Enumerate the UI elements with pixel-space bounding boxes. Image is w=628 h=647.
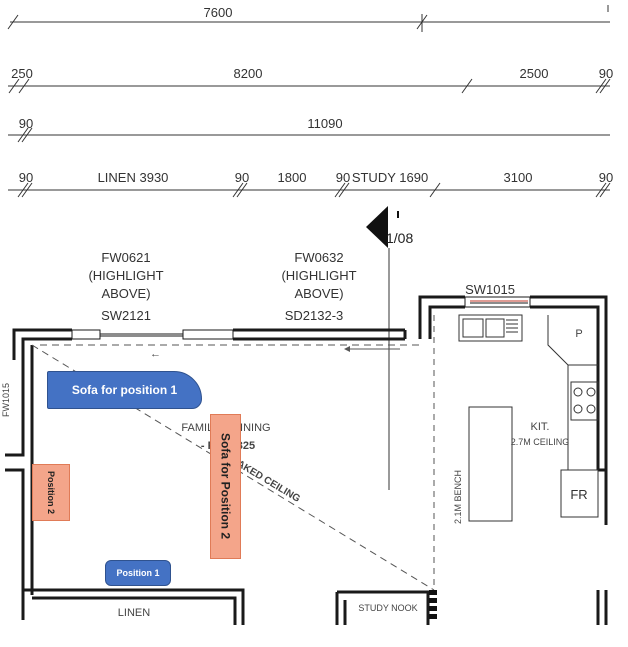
window-sw1015: SW1015 bbox=[465, 282, 515, 297]
dim-1800: 1800 bbox=[278, 170, 307, 185]
dim-8200: 8200 bbox=[234, 66, 263, 81]
stair-marks bbox=[429, 590, 437, 619]
position-2-overlay[interactable]: Position 2 bbox=[32, 464, 70, 521]
sofa-position-1-overlay[interactable]: Sofa for position 1 bbox=[47, 371, 202, 409]
window-sw2121: SW2121 bbox=[101, 308, 151, 323]
room-kitchen-ceiling: 2.7M CEILING bbox=[511, 437, 570, 447]
sink-icon bbox=[458, 314, 523, 342]
dim-3100: 3100 bbox=[504, 170, 533, 185]
dim-90-d: 90 bbox=[336, 170, 350, 185]
sofa-position-1-label: Sofa for position 1 bbox=[71, 383, 178, 397]
dim-2500: 2500 bbox=[520, 66, 549, 81]
sliding-arrow-icon: ← bbox=[150, 348, 161, 360]
section-marker-label: 1/08 bbox=[386, 230, 413, 246]
sofa-position-2-label: Sofa for Position 2 bbox=[218, 433, 233, 540]
position-1-overlay[interactable]: Position 1 bbox=[105, 560, 171, 586]
position-1-label: Position 1 bbox=[116, 568, 160, 578]
bench-label: 2.1M BENCH bbox=[453, 470, 463, 524]
window-left: FW1015 bbox=[1, 383, 11, 417]
fridge-label: FR bbox=[570, 487, 587, 502]
dim-90-edge-row4: 90 bbox=[599, 170, 613, 185]
dim-study-1690: STUDY 1690 bbox=[352, 170, 428, 185]
dim-90-b: 90 bbox=[235, 170, 249, 185]
dim-250: 250 bbox=[11, 66, 33, 81]
window-fw0632-line1: FW0632 bbox=[294, 250, 343, 265]
dim-linen-3930: LINEN 3930 bbox=[98, 170, 169, 185]
fridge-space bbox=[560, 469, 599, 518]
window-fw0632-line2: (HIGHLIGHT bbox=[281, 268, 356, 283]
window-frames bbox=[71, 296, 531, 340]
room-study-nook: STUDY NOOK bbox=[358, 603, 417, 613]
kitchen bbox=[458, 314, 599, 522]
dim-90-edge-row2: 90 bbox=[599, 66, 613, 81]
dim-90-row3: 90 bbox=[19, 116, 33, 131]
position-2-label: Position 2 bbox=[46, 470, 56, 514]
walls bbox=[5, 295, 608, 625]
window-fw0632-line3: ABOVE) bbox=[294, 286, 343, 301]
room-linen: LINEN bbox=[118, 607, 150, 619]
pantry-label: P bbox=[575, 328, 582, 340]
section-arrow-icon bbox=[366, 206, 388, 248]
window-fw0621-line2: (HIGHLIGHT bbox=[88, 268, 163, 283]
dim-total-7600: 7600 bbox=[204, 5, 233, 20]
cooktop-icon bbox=[570, 381, 599, 421]
dim-11090: 11090 bbox=[307, 116, 342, 131]
room-kitchen: KIT. bbox=[531, 421, 550, 433]
dim-90-a: 90 bbox=[19, 170, 33, 185]
window-sd2132: SD2132-3 bbox=[285, 308, 344, 323]
island-bench bbox=[468, 406, 513, 522]
window-fw0621-line3: ABOVE) bbox=[101, 286, 150, 301]
sofa-position-2-overlay[interactable]: Sofa for Position 2 bbox=[210, 414, 241, 559]
dimension-lines bbox=[7, 5, 611, 198]
window-fw0621-line1: FW0621 bbox=[101, 250, 150, 265]
